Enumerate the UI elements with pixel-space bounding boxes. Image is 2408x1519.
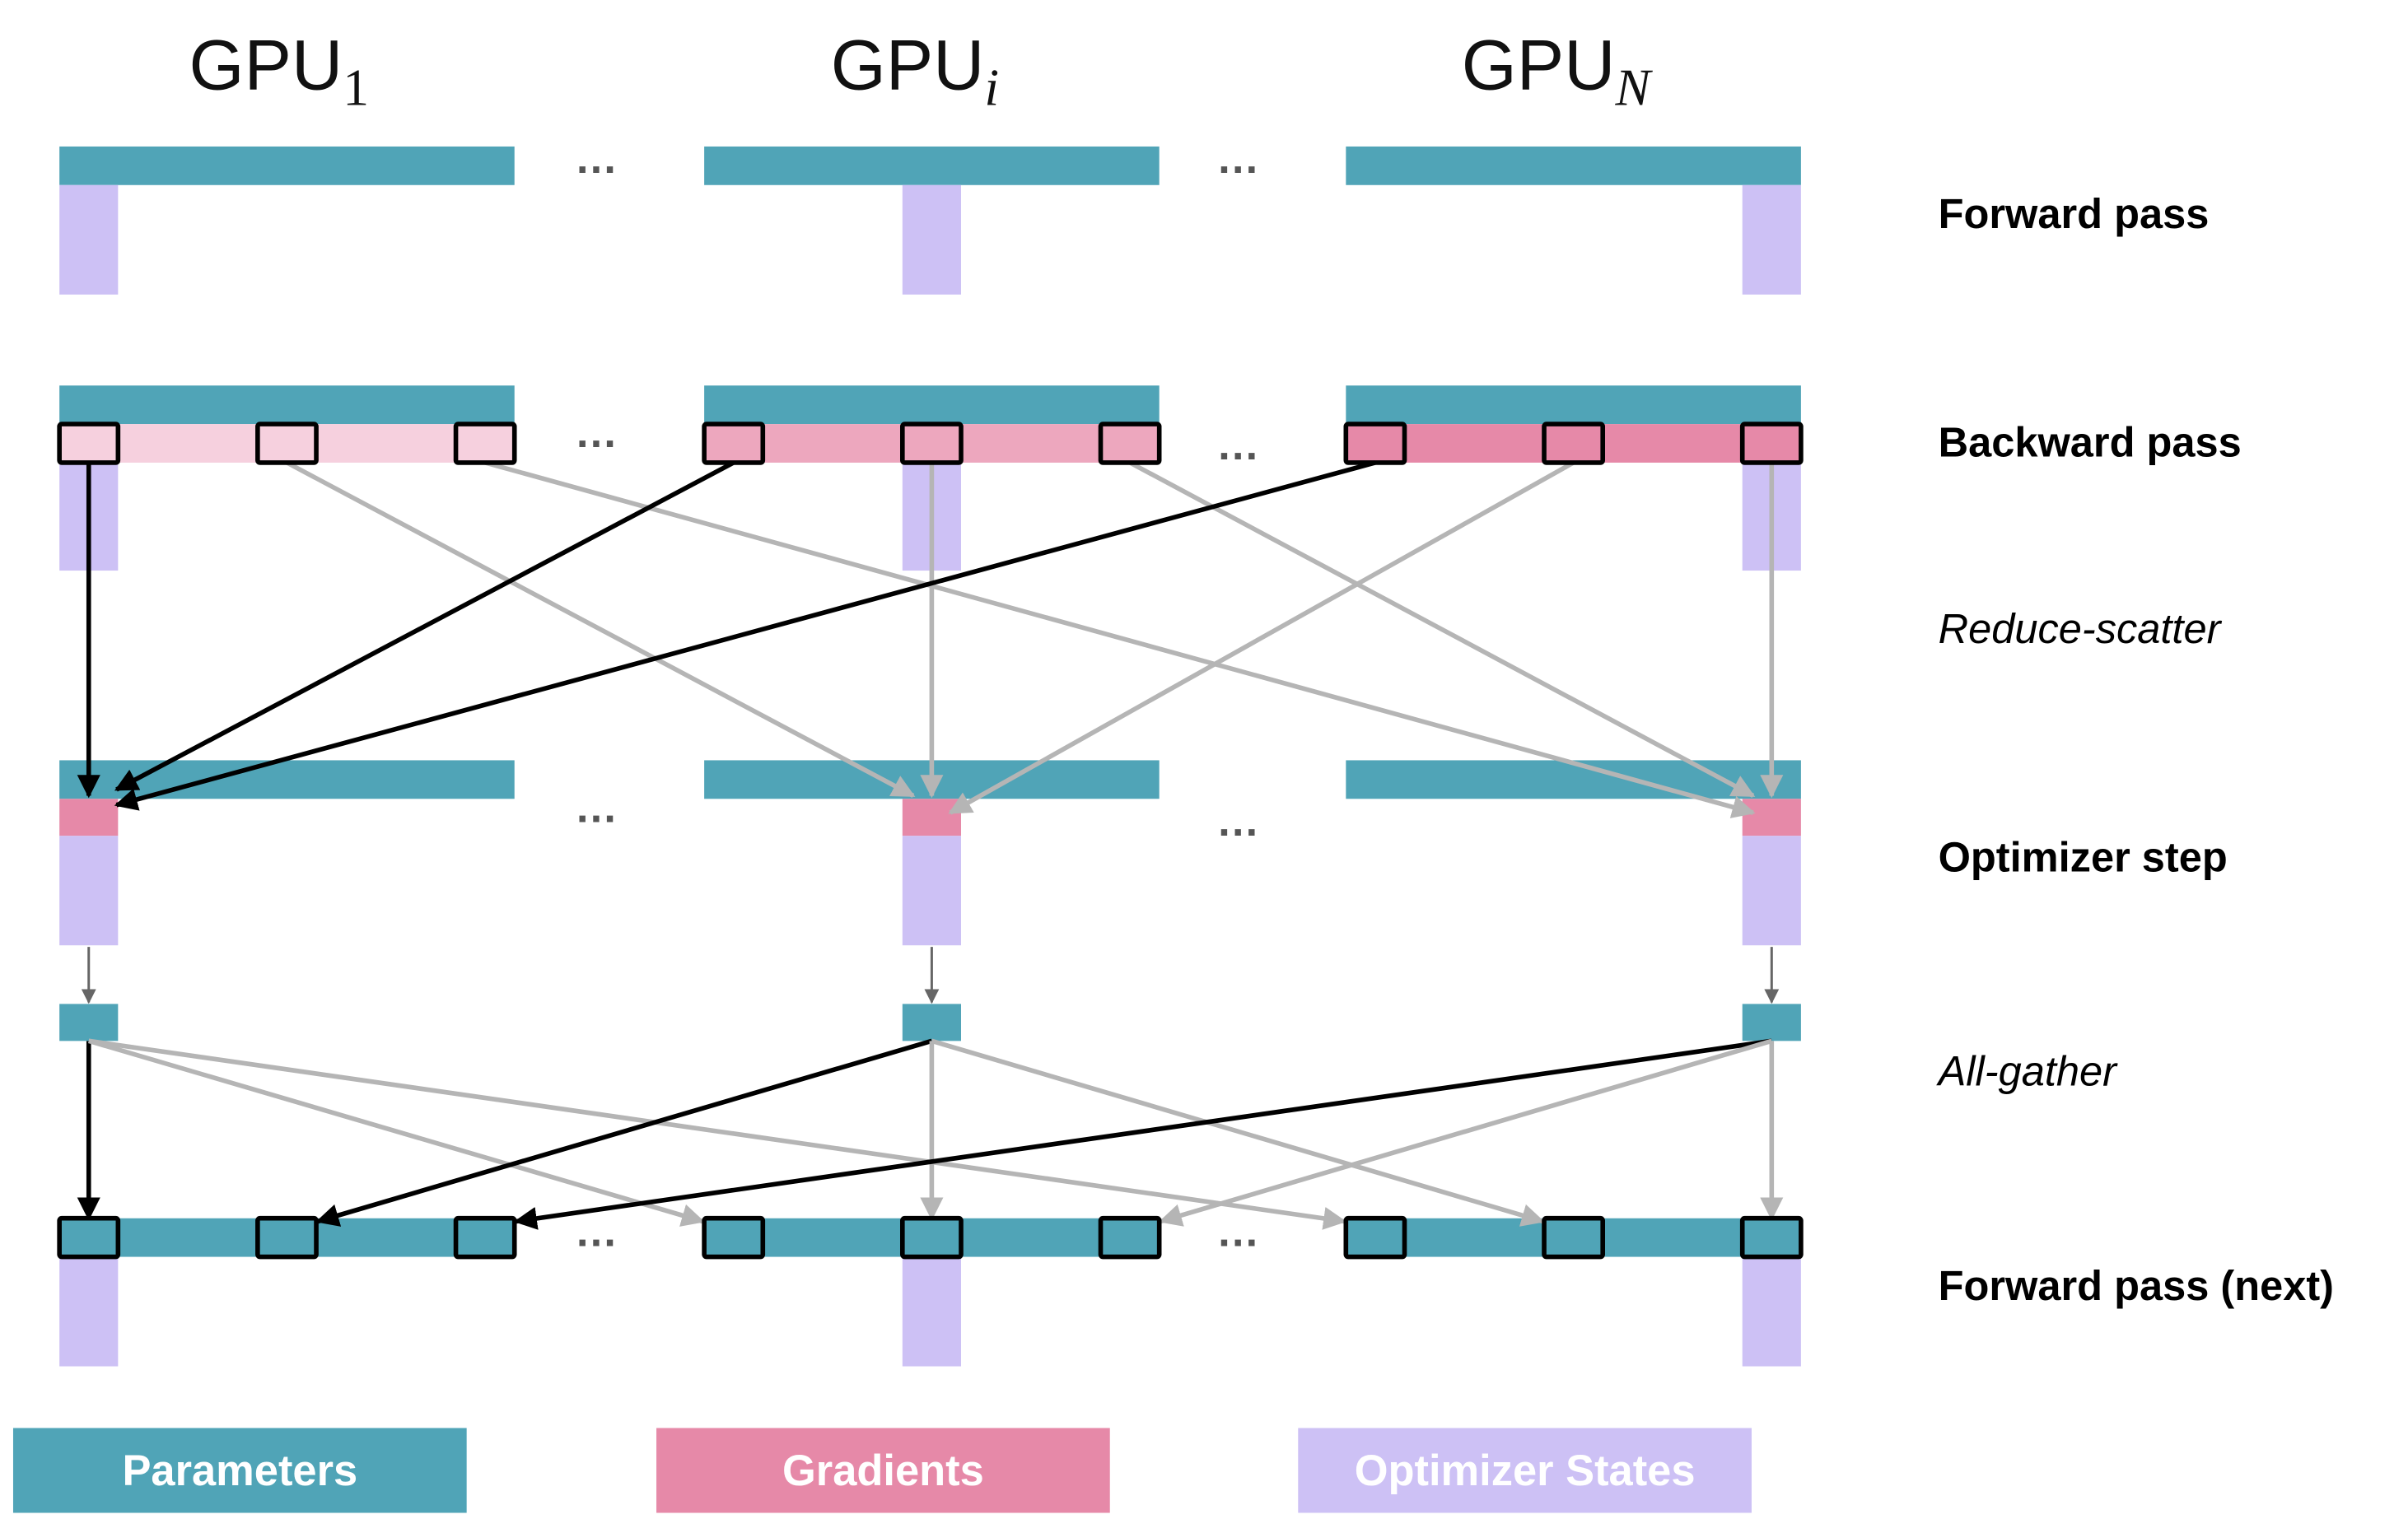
- legend-parameters-label: Parameters: [122, 1447, 357, 1495]
- reduce-scatter-arrow: [948, 460, 1575, 815]
- gradients-bar: [704, 424, 1160, 463]
- all-gather-arrow: [315, 1038, 933, 1227]
- ellipsis: …: [575, 135, 618, 183]
- reduce-scatter-arrow: [1128, 460, 1756, 798]
- all-gather-arrow: [513, 1038, 1772, 1230]
- all-gather-arrow: [931, 1038, 1545, 1227]
- parameter-shard-box: [1739, 1215, 1804, 1260]
- gradients-bar: [1346, 424, 1801, 463]
- ellipsis: …: [1216, 422, 1259, 469]
- optimizer-states-shard: [902, 184, 961, 295]
- ellipsis: …: [575, 784, 618, 832]
- reduce-scatter-arrow: [484, 460, 1756, 818]
- optimizer-states-shard: [59, 836, 119, 946]
- shard-highlight-boxes: [57, 422, 1804, 1260]
- optimizer-states-shard: [1742, 1256, 1801, 1367]
- optimizer-states-shard: [1742, 836, 1801, 946]
- stage-backward-pass: Backward pass: [1939, 418, 2242, 465]
- all-gather-arrow: [1158, 1038, 1773, 1227]
- updated-parameter-shard: [59, 1004, 119, 1041]
- stage-labels: Forward pass Backward pass Reduce-scatte…: [1936, 190, 2334, 1309]
- gradient-shard-box: [255, 422, 319, 465]
- reduce-scatter-arrow: [286, 460, 916, 798]
- ellipsis: …: [575, 1208, 618, 1256]
- updated-parameter-shard: [902, 1004, 961, 1041]
- ellipsis: …: [575, 409, 618, 457]
- stage-all-gather: All-gather: [1936, 1048, 2119, 1095]
- gradient-shard-box: [900, 422, 964, 465]
- ellipses: … … … … … … … …: [575, 135, 1260, 1256]
- parameters-bar: [704, 146, 1160, 185]
- ellipsis: …: [1216, 1208, 1259, 1256]
- gpu-1-title: GPU1: [189, 26, 370, 117]
- gradient-shard-box: [1739, 422, 1804, 465]
- optimizer-states-shard: [902, 836, 961, 946]
- legend: Parameters Gradients Optimizer States: [12, 1428, 1752, 1513]
- legend-parameters-swatch: [12, 1428, 467, 1513]
- parameter-shard-box: [453, 1215, 517, 1260]
- parameters-bar: [59, 146, 515, 185]
- reduce-scatter-arrow: [114, 460, 1376, 811]
- gradient-shard-box: [57, 422, 121, 465]
- all-gather-arrow: [87, 1038, 705, 1227]
- gradient-shard-box: [1542, 422, 1606, 465]
- parameters-bar: [704, 385, 1160, 425]
- legend-gradients-label: Gradients: [782, 1447, 984, 1495]
- optimizer-states-shard: [59, 184, 119, 295]
- all-gather-arrow: [88, 1038, 1347, 1230]
- gpu-headers: GPU1 GPUi GPUN: [189, 26, 1654, 117]
- gradients-bar: [59, 424, 515, 463]
- parameter-shard-box: [1343, 1215, 1407, 1260]
- parameters-bar: [1346, 760, 1801, 799]
- parameter-shard-box: [255, 1215, 319, 1260]
- gradient-shard-box: [453, 422, 517, 465]
- parameter-shard-box: [900, 1215, 964, 1260]
- gradient-shard-box: [702, 422, 766, 465]
- reduced-gradient-shard: [902, 799, 961, 836]
- reduce-scatter-arrow: [114, 460, 735, 792]
- parameter-shard-box: [702, 1215, 766, 1260]
- parameter-shard-box: [57, 1215, 121, 1260]
- stage-forward-pass: Forward pass: [1939, 190, 2210, 237]
- communication-arrows: [77, 460, 1784, 1230]
- stage-reduce-scatter: Reduce-scatter: [1939, 605, 2223, 652]
- ellipsis: …: [1216, 798, 1259, 846]
- parameter-shard-box: [1542, 1215, 1606, 1260]
- gpu-i-title: GPUi: [831, 26, 999, 117]
- parameters-bar: [1346, 146, 1801, 185]
- legend-gradients-swatch: [656, 1428, 1110, 1513]
- parameters-bar: [1346, 1218, 1801, 1257]
- parameter-shard-box: [1098, 1215, 1162, 1260]
- optimizer-states-shard: [902, 1256, 961, 1367]
- parameters-bar: [59, 1218, 515, 1257]
- parameters-bar: [704, 1218, 1160, 1257]
- parameters-bar: [59, 385, 515, 425]
- reduced-gradient-shard: [59, 799, 119, 836]
- reduced-gradient-shard: [1742, 799, 1801, 836]
- gradient-shard-box: [1343, 422, 1407, 465]
- stage-forward-pass-next: Forward pass (next): [1939, 1262, 2334, 1309]
- parameters-bar: [1346, 385, 1801, 425]
- updated-parameter-shard: [1742, 1004, 1801, 1041]
- gradient-shard-box: [1098, 422, 1162, 465]
- legend-optimizer-states-label: Optimizer States: [1355, 1447, 1696, 1495]
- parameters-bar: [59, 760, 515, 799]
- ellipsis: …: [1216, 135, 1259, 183]
- optimizer-states-shard: [1742, 184, 1801, 295]
- gpu-n-title: GPUN: [1462, 26, 1654, 117]
- stage-optimizer-step: Optimizer step: [1939, 833, 2228, 880]
- optimizer-states-shard: [59, 1256, 119, 1367]
- legend-optimizer-states-swatch: [1298, 1428, 1752, 1513]
